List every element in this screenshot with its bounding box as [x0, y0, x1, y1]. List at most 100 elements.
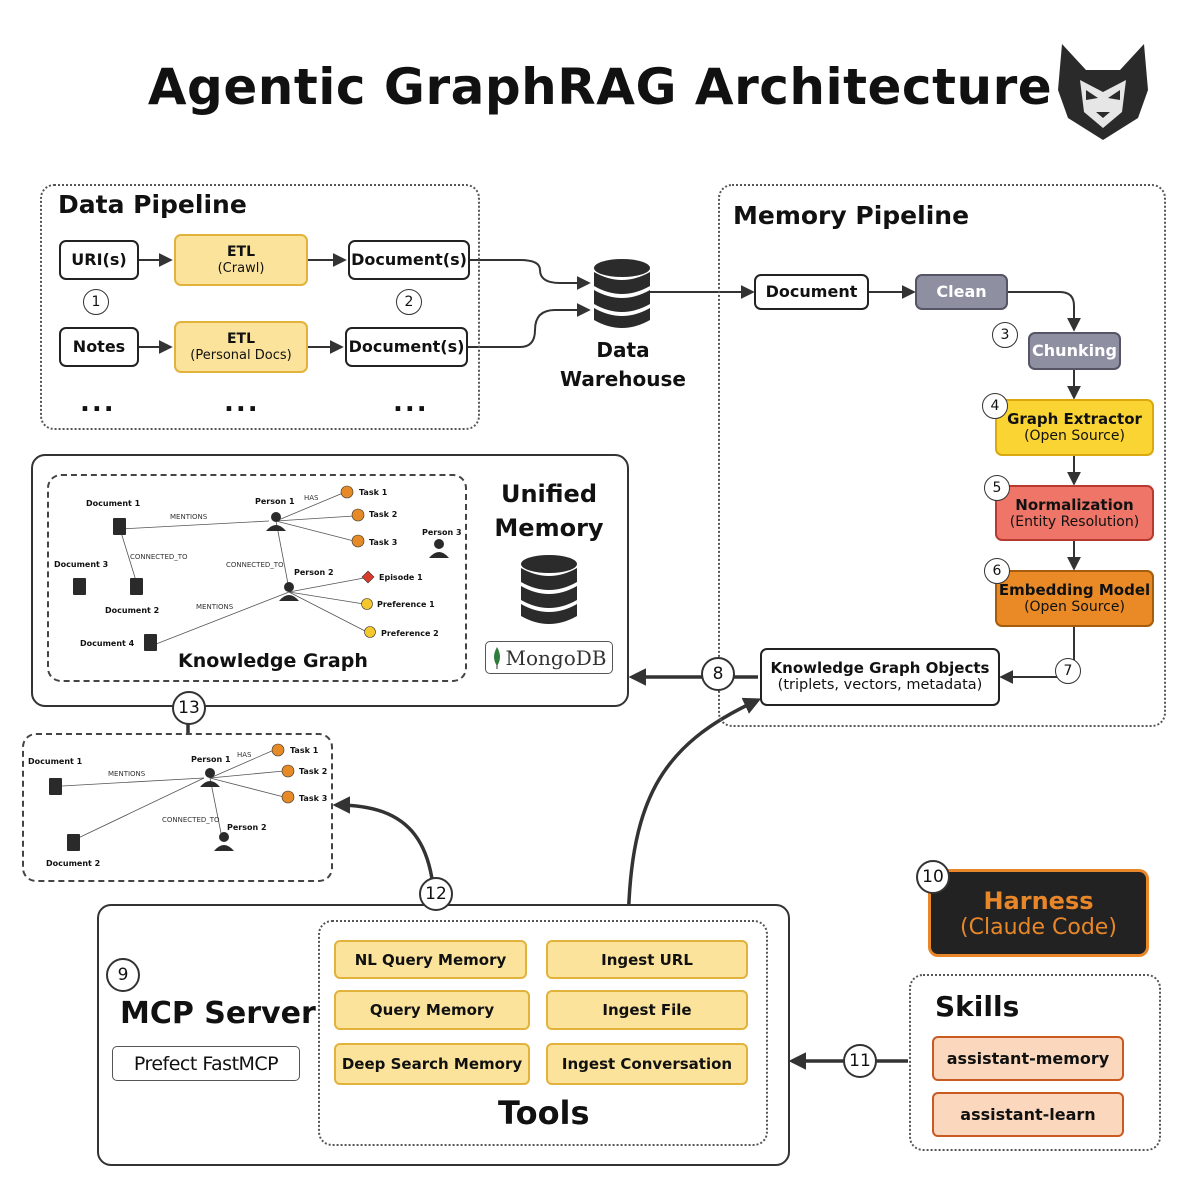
kg-edge-mentions-1: MENTIONS — [170, 513, 208, 521]
kg-objects-sub: (triplets, vectors, metadata) — [777, 677, 983, 694]
step-badge-13: 13 — [172, 691, 206, 725]
kg-objects-label: Knowledge Graph Objects — [770, 659, 990, 678]
kg-edge-connected-1: CONNECTED_TO — [130, 553, 188, 561]
harness-sub: (Claude Code) — [960, 914, 1117, 940]
step-badge-9: 9 — [106, 958, 140, 992]
kg-node-task-2: Task 2 — [369, 510, 398, 519]
normalization-sub: (Entity Resolution) — [1009, 513, 1140, 530]
kg-node-document-1: Document 1 — [86, 499, 141, 508]
graph-extractor-sub: (Open Source) — [1024, 428, 1125, 445]
unified-line-2: Memory — [494, 513, 604, 542]
document-output-2: Document(s) — [345, 327, 468, 367]
etl-personal-box: ETL (Personal Docs) — [174, 321, 308, 373]
qg-node-task-1: Task 1 — [290, 746, 319, 755]
uri-source-box: URI(s) — [59, 240, 139, 280]
unified-line-1: Unified — [500, 480, 598, 508]
tools-panel — [318, 920, 768, 1146]
notes-source-box: Notes — [59, 327, 139, 367]
wolf-logo-icon — [1058, 44, 1148, 140]
mongodb-logo: MongoDB — [485, 641, 613, 674]
chunking-step-box: Chunking — [1028, 332, 1121, 370]
ellipsis-3: ... — [393, 388, 429, 418]
step-badge-7: 7 — [1055, 658, 1081, 684]
kg-node-person-1: Person 1 — [255, 497, 295, 506]
step-badge-5: 5 — [984, 475, 1010, 501]
skills-panel — [909, 974, 1161, 1151]
memory-pipeline-panel — [718, 184, 1166, 727]
document-output-1: Document(s) — [348, 240, 470, 280]
kg-node-person-2: Person 2 — [294, 568, 334, 577]
tool-ingest-conversation[interactable]: Ingest Conversation — [546, 1043, 748, 1085]
mongodb-leaf-icon — [493, 646, 500, 669]
embedding-model-sub: (Open Source) — [1024, 599, 1125, 616]
step-badge-8: 8 — [701, 657, 735, 691]
graph-extractor-label: Graph Extractor — [1007, 410, 1142, 429]
normalization-label: Normalization — [1015, 495, 1134, 514]
arrow-doc1-warehouse — [468, 259, 591, 290]
qg-node-person-1: Person 1 — [191, 755, 231, 764]
knowledge-graph-title: Knowledge Graph — [178, 650, 368, 672]
step-badge-3: 3 — [992, 322, 1018, 348]
qg-node-task-3: Task 3 — [299, 794, 328, 803]
harness-label: Harness — [983, 886, 1094, 915]
fastmcp-logo: Prefect FastMCP — [112, 1046, 300, 1081]
skill-assistant-learn[interactable]: assistant-learn — [932, 1092, 1124, 1137]
kg-node-person-3: Person 3 — [422, 528, 462, 537]
embedding-model-box: Embedding Model (Open Source) — [995, 570, 1154, 627]
kg-node-episode-1: Episode 1 — [379, 573, 423, 582]
data-warehouse-label: Data Warehouse — [555, 336, 691, 394]
kg-node-document-4: Document 4 — [80, 639, 135, 648]
qg-edge-mentions: MENTIONS — [108, 770, 146, 778]
step-badge-6: 6 — [984, 558, 1010, 584]
step-badge-4: 4 — [982, 393, 1008, 419]
kg-node-document-3: Document 3 — [54, 560, 109, 569]
step-badge-1: 1 — [83, 289, 109, 315]
skill-assistant-memory[interactable]: assistant-memory — [932, 1036, 1124, 1081]
query-graph-edges — [49, 743, 295, 851]
tool-deep-search-memory[interactable]: Deep Search Memory — [334, 1043, 530, 1085]
arrow-doc2-warehouse — [468, 303, 591, 348]
etl-personal-sub: (Personal Docs) — [190, 347, 292, 363]
warehouse-line-2: Warehouse — [560, 367, 686, 391]
document-icons — [73, 518, 157, 651]
qg-node-person-2: Person 2 — [227, 823, 267, 832]
embedding-model-label: Embedding Model — [998, 581, 1151, 600]
mcp-server-title: MCP Server — [120, 996, 316, 1031]
etl-crawl-box: ETL (Crawl) — [174, 234, 308, 286]
tool-ingest-url[interactable]: Ingest URL — [546, 940, 748, 979]
kg-node-task-3: Task 3 — [369, 538, 398, 547]
tool-ingest-file[interactable]: Ingest File — [546, 990, 748, 1030]
ellipsis-1: ... — [80, 388, 116, 418]
kg-edge-connected-2: CONNECTED_TO — [226, 561, 284, 569]
data-pipeline-title: Data Pipeline — [58, 190, 247, 219]
knowledge-graph-edges — [73, 485, 449, 651]
database-icon — [594, 259, 650, 328]
memory-pipeline-title: Memory Pipeline — [733, 201, 970, 230]
qg-node-task-2: Task 2 — [299, 767, 328, 776]
ellipsis-2: ... — [224, 388, 260, 418]
warehouse-line-1: Data — [596, 338, 650, 362]
etl-personal-label: ETL — [226, 330, 256, 347]
mongodb-text: MongoDB — [505, 645, 607, 670]
etl-crawl-label: ETL — [226, 243, 256, 260]
step-badge-2: 2 — [396, 289, 422, 315]
step-badge-11: 11 — [843, 1044, 877, 1078]
document-step-box: Document — [754, 274, 869, 310]
kg-node-task-1: Task 1 — [359, 488, 388, 497]
unified-database-icon — [521, 555, 577, 624]
kg-node-preference-1: Preference 1 — [377, 600, 435, 609]
qg-edge-has: HAS — [237, 751, 252, 759]
unified-memory-title: Unified Memory — [488, 478, 610, 545]
tools-title: Tools — [498, 1094, 590, 1132]
tool-query-memory[interactable]: Query Memory — [334, 990, 530, 1030]
arrow-clean-chunking — [1008, 291, 1081, 332]
tool-nl-query-memory[interactable]: NL Query Memory — [334, 940, 527, 979]
normalization-box: Normalization (Entity Resolution) — [995, 485, 1154, 541]
harness-box: Harness (Claude Code) — [928, 869, 1149, 957]
etl-crawl-sub: (Crawl) — [217, 260, 265, 276]
qg-node-document-1: Document 1 — [28, 757, 83, 766]
person-icons — [266, 512, 449, 601]
knowledge-graph-panel — [47, 474, 467, 682]
query-result-graph-panel — [22, 733, 333, 882]
kg-node-preference-2: Preference 2 — [381, 629, 439, 638]
